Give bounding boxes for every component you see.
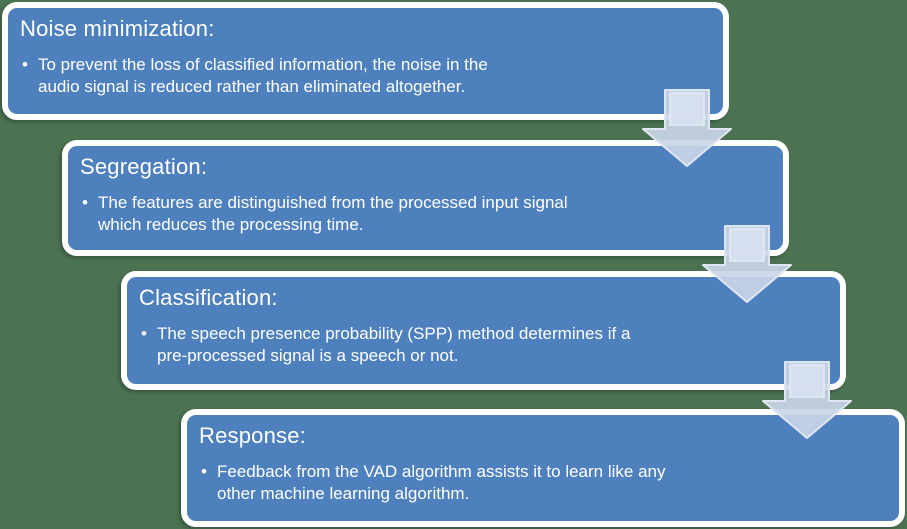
step-title: Noise minimization: <box>20 16 215 41</box>
bullet-line: audio signal is reduced rather than elim… <box>38 77 466 96</box>
bullet-icon: • <box>22 55 28 74</box>
step-title: Classification: <box>139 285 278 310</box>
bullet-text: The features are distinguished from the … <box>98 192 767 236</box>
bullet-item: • To prevent the loss of classified info… <box>20 54 707 98</box>
step-box-segregation: Segregation: • The features are distingu… <box>62 140 789 256</box>
bullet-icon: • <box>82 193 88 212</box>
bullet-item: • The features are distinguished from th… <box>80 192 767 236</box>
bullet-line: Feedback from the VAD algorithm assists … <box>217 462 666 481</box>
down-arrow-icon <box>762 361 852 439</box>
step-box-noise-minimization: Noise minimization: • To prevent the los… <box>2 2 729 120</box>
bullet-text: The speech presence probability (SPP) me… <box>157 323 824 367</box>
step-box-classification: Classification: • The speech presence pr… <box>121 271 846 390</box>
bullet-item: • Feedback from the VAD algorithm assist… <box>199 461 883 505</box>
bullet-line: other machine learning algorithm. <box>217 484 470 503</box>
bullet-line: The features are distinguished from the … <box>98 193 568 212</box>
bullet-line: To prevent the loss of classified inform… <box>38 55 488 74</box>
bullet-line: which reduces the processing time. <box>98 215 364 234</box>
bullet-icon: • <box>141 324 147 343</box>
bullet-text: Feedback from the VAD algorithm assists … <box>217 461 883 505</box>
bullet-item: • The speech presence probability (SPP) … <box>139 323 824 367</box>
step-title: Segregation: <box>80 154 208 179</box>
bullet-line: The speech presence probability (SPP) me… <box>157 324 631 343</box>
bullet-line: pre-processed signal is a speech or not. <box>157 346 459 365</box>
step-box-response: Response: • Feedback from the VAD algori… <box>181 409 905 527</box>
step-title: Response: <box>199 423 306 448</box>
bullet-text: To prevent the loss of classified inform… <box>38 54 707 98</box>
down-arrow-icon <box>642 89 732 167</box>
down-arrow-icon <box>702 225 792 303</box>
bullet-icon: • <box>201 462 207 481</box>
